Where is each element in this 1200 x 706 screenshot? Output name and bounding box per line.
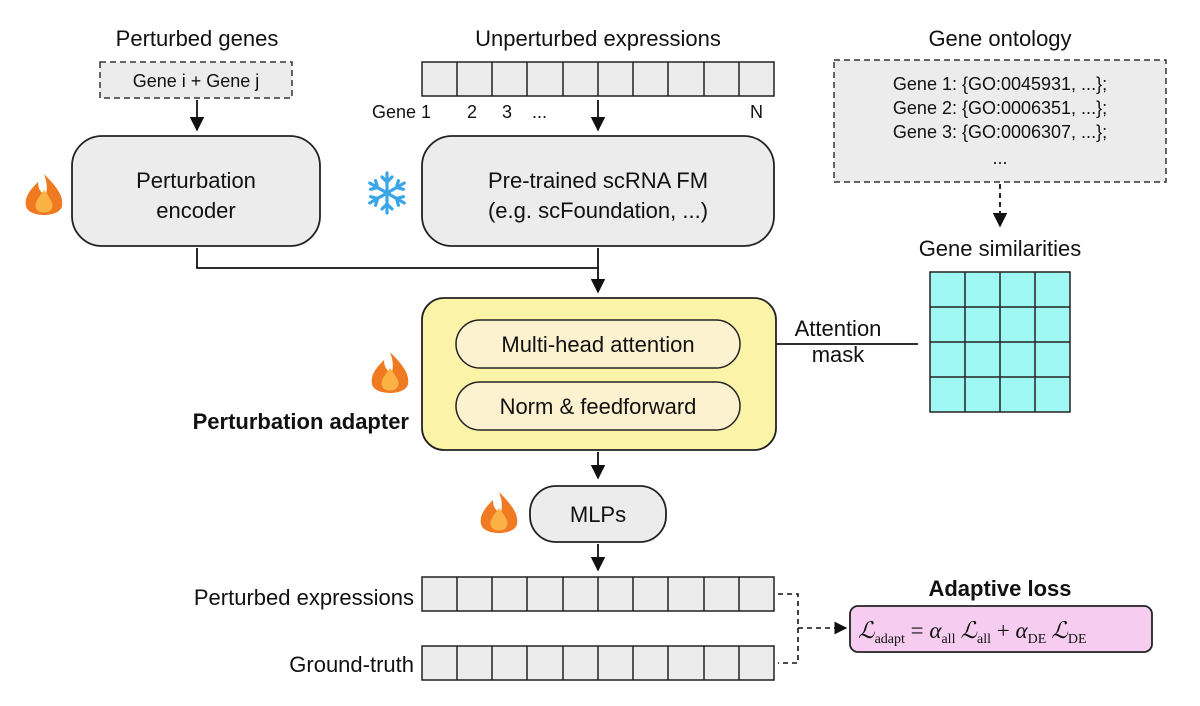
multi-head-attention-label: Multi-head attention	[501, 332, 694, 357]
perturbed-expressions-label: Perturbed expressions	[194, 585, 414, 610]
fm-line2: (e.g. scFoundation, ...)	[488, 198, 708, 223]
gene-ontology-box	[833, 59, 1167, 183]
perturbed-genes-input: Gene i + Gene j	[133, 71, 260, 91]
gene-similarity-matrix	[929, 271, 1071, 413]
attention-mask-line1: Attention	[795, 316, 882, 341]
encoder-line2: encoder	[156, 198, 236, 223]
foundation-model-box	[421, 135, 775, 247]
flame-icon	[371, 352, 409, 393]
norm-feedforward-label: Norm & feedforward	[500, 394, 697, 419]
flame-icon	[25, 174, 63, 215]
loss-bracket	[778, 593, 799, 664]
norm-feedforward-block	[455, 381, 741, 431]
attention-mask-line2: mask	[812, 342, 866, 367]
adaptive-loss-title: Adaptive loss	[928, 576, 1071, 601]
gene-label-2: 2	[467, 102, 477, 122]
ground-truth-vector	[421, 645, 775, 681]
mlps-label: MLPs	[570, 502, 626, 527]
unperturbed-expression-vector	[421, 61, 775, 97]
mlps-box	[529, 485, 667, 543]
adaptive-loss-box	[849, 605, 1153, 653]
unperturbed-title: Unperturbed expressions	[475, 26, 721, 51]
fm-line1: Pre-trained scRNA FM	[488, 168, 708, 193]
gene-similarities-title: Gene similarities	[919, 236, 1082, 261]
gene-label-3: 3	[502, 102, 512, 122]
snowflake-icon	[368, 171, 406, 215]
gene-ontology-title: Gene ontology	[928, 26, 1071, 51]
perturbed-expression-vector	[421, 576, 775, 612]
gene-label-1: Gene 1	[372, 102, 431, 122]
go-line-3: Gene 3: {GO:0006307, ...};	[893, 122, 1107, 142]
perturbed-genes-box	[99, 61, 293, 99]
go-line-ellipsis: ...	[992, 148, 1007, 168]
perturbation-encoder-box	[71, 135, 321, 247]
perturbation-adapter-title: Perturbation adapter	[193, 409, 410, 434]
go-line-2: Gene 2: {GO:0006351, ...};	[893, 98, 1107, 118]
multi-head-attention-block	[455, 319, 741, 369]
gene-label-n: N	[750, 102, 763, 122]
perturbed-genes-title: Perturbed genes	[116, 26, 279, 51]
encoder-line1: Perturbation	[136, 168, 256, 193]
flame-icon	[480, 492, 518, 533]
ground-truth-label: Ground-truth	[289, 652, 414, 677]
go-line-1: Gene 1: {GO:0045931, ...};	[893, 74, 1107, 94]
connector-encoder	[196, 248, 598, 269]
gene-label-ellipsis: ...	[532, 102, 547, 122]
